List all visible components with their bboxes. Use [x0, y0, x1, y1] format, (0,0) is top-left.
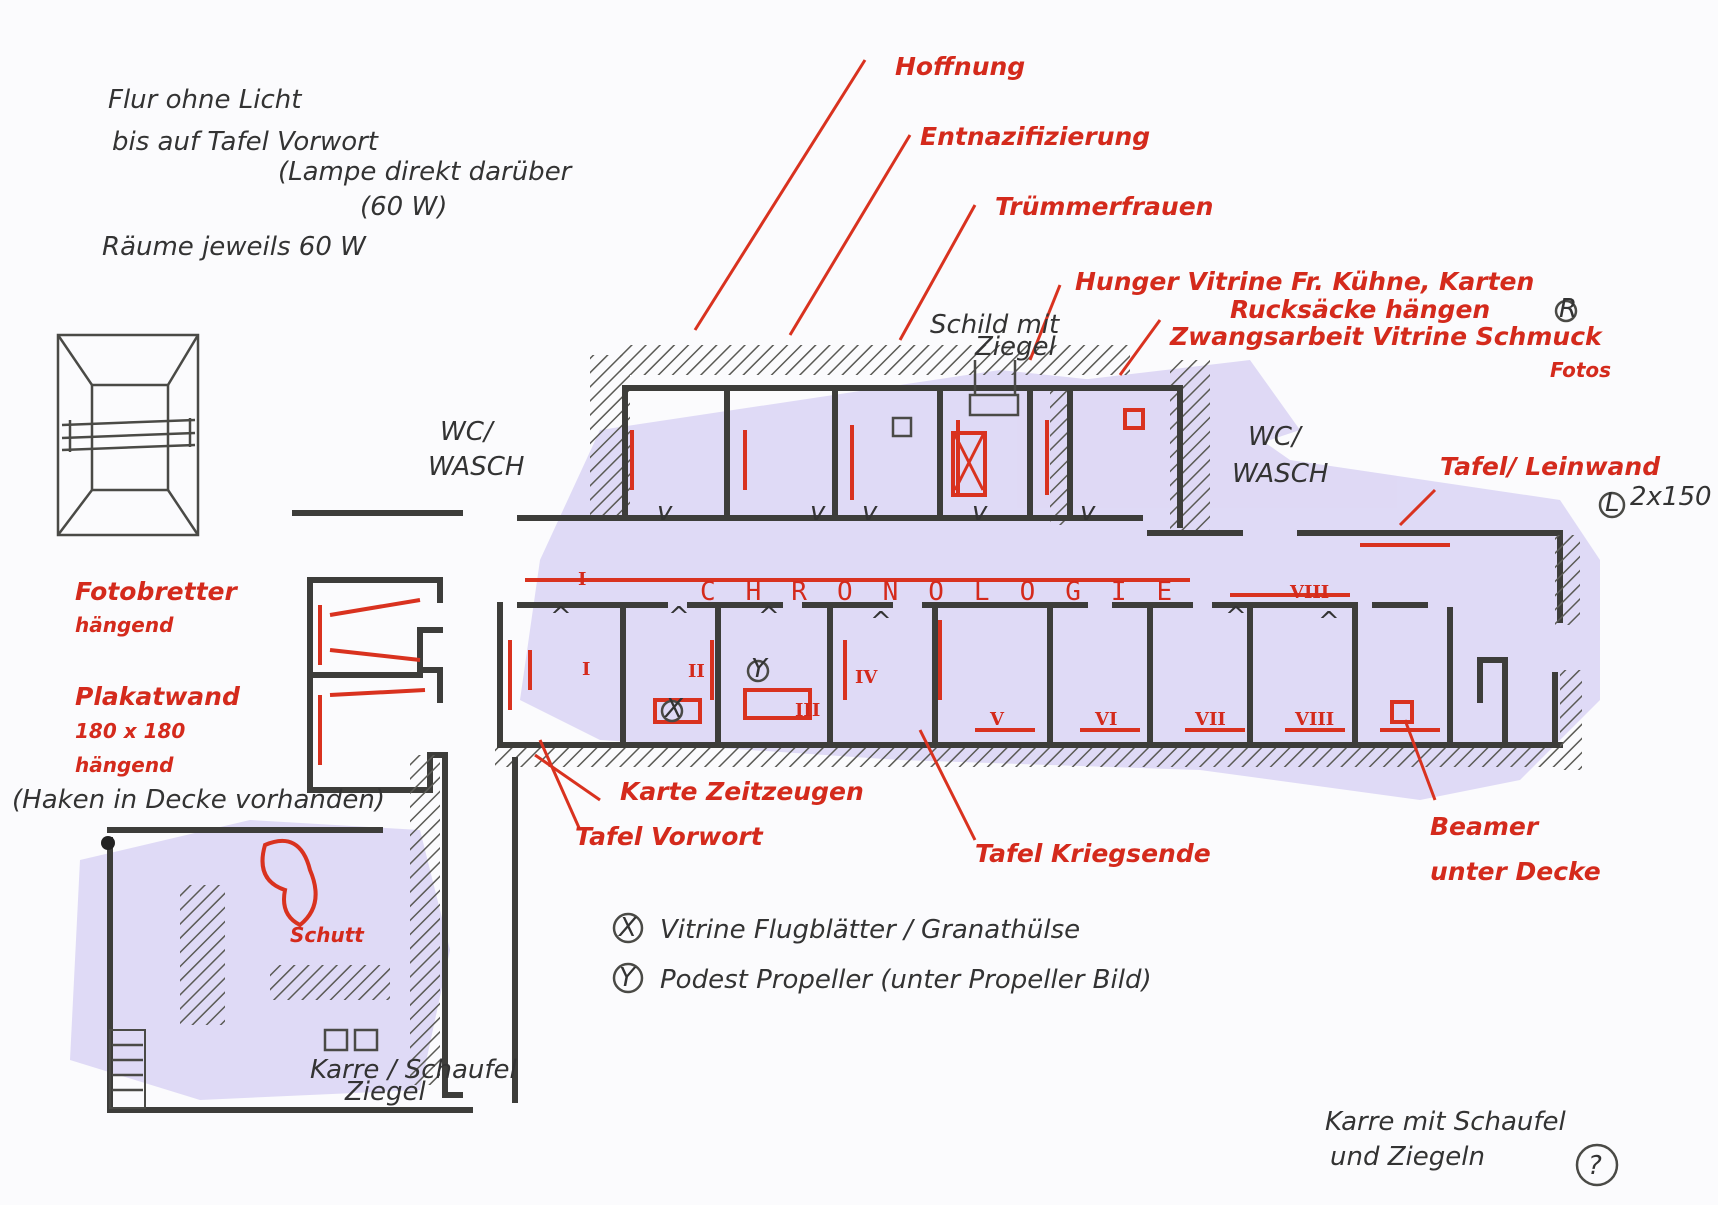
label-plakatwand: Plakatwand	[75, 682, 241, 711]
upper-numeral: VIII	[1289, 582, 1329, 603]
label-leinwand-size: 2x150	[1630, 482, 1712, 512]
label-hoffnung: Hoffnung	[895, 52, 1025, 81]
rucksack-mark: R	[1559, 294, 1577, 324]
label-tafel-kriegsende: Tafel Kriegsende	[975, 839, 1211, 868]
label-entnazifizierung: Entnazifizierung	[920, 122, 1150, 151]
leinwand-mark: L	[1605, 488, 1620, 518]
room-markers: X Y	[660, 654, 770, 724]
label-haken: (Haken in Decke vorhanden)	[12, 785, 385, 815]
note-line-3: (Lampe direkt darüber	[278, 157, 574, 187]
legend-y-text: Podest Propeller (unter Propeller Bild)	[660, 965, 1152, 995]
left-labels: Fotobretter hängend Plakatwand 180 x 180…	[12, 577, 518, 1107]
bottom-labels: Karte Zeitzeugen Tafel Vorwort Tafel Kri…	[575, 777, 1211, 868]
svg-text:v: v	[810, 497, 826, 527]
label-hunger: Hunger Vitrine Fr. Kühne, Karten	[1075, 267, 1534, 296]
label-zwangsarbeit: Zwangsarbeit Vitrine Schmuck	[1169, 322, 1603, 351]
door-marks: v v v v v	[657, 497, 1096, 527]
wc-left-line2: WASCH	[428, 452, 524, 482]
question-mark: ?	[1588, 1151, 1602, 1181]
svg-text:^: ^	[758, 602, 780, 632]
lighting-notes: Flur ohne Licht bis auf Tafel Vorwort (L…	[102, 85, 574, 262]
leader-lines	[534, 59, 1437, 841]
legend-x-text: Vitrine Flugblätter / Granathülse	[660, 915, 1080, 945]
room-numeral-4: IV	[855, 667, 878, 688]
wc-labels: WC/ WASCH WC/ WASCH	[428, 417, 1328, 489]
note-line-4: (60 W)	[360, 192, 447, 222]
label-fotobretter-sub: hängend	[75, 613, 174, 637]
svg-text:^: ^	[550, 602, 572, 632]
room-numerals: I II III IV V VI VII VIII	[582, 659, 1334, 730]
perspective-sketch	[56, 333, 200, 537]
wc-right-line2: WASCH	[1232, 459, 1328, 489]
label-karre: Karre / Schaufel	[310, 1055, 518, 1085]
room-numeral-6: VI	[1094, 709, 1117, 730]
note-line-1: Flur ohne Licht	[108, 85, 302, 115]
note-ziegeln: und Ziegeln	[1330, 1142, 1485, 1172]
svg-text:^: ^	[668, 602, 690, 632]
svg-text:v: v	[657, 497, 673, 527]
vitrine-x-marker: X	[663, 694, 684, 724]
room-numeral-2: II	[688, 661, 705, 682]
label-ziegel: Ziegel	[974, 332, 1057, 362]
top-room-row	[292, 345, 1580, 625]
note-line-2: bis auf Tafel Vorwort	[112, 127, 379, 157]
lower-room-row	[495, 602, 1582, 770]
svg-text:v: v	[972, 497, 988, 527]
room-numeral-8: VIII	[1294, 709, 1334, 730]
left-wing	[101, 577, 518, 1113]
top-labels: Hoffnung Entnazifizierung Trümmerfrauen …	[895, 52, 1611, 382]
ceiling-marks: ^ ^ ^ ^ ^ ^	[550, 602, 1340, 637]
label-zwangsarbeit-fotos: Fotos	[1550, 358, 1611, 382]
timeline-marker: I	[578, 569, 586, 590]
label-fotobretter: Fotobretter	[75, 577, 238, 606]
label-plakatwand-sub: hängend	[75, 753, 174, 777]
label-tafel-leinwand: Tafel/ Leinwand	[1440, 452, 1661, 481]
label-beamer: Beamer	[1430, 812, 1540, 841]
svg-text:^: ^	[870, 607, 892, 637]
room-numeral-5: V	[989, 709, 1005, 730]
svg-text:^: ^	[1318, 607, 1340, 637]
podest-y-marker: Y	[751, 654, 769, 684]
label-karte-zeitzeugen: Karte Zeitzeugen	[620, 777, 864, 806]
label-karre-ziegel: Ziegel	[344, 1077, 427, 1107]
label-beamer-sub: unter Decke	[1430, 857, 1601, 886]
label-tafel-vorwort: Tafel Vorwort	[575, 822, 764, 851]
label-truemmerfrauen: Trümmerfrauen	[995, 192, 1213, 221]
svg-text:v: v	[862, 497, 878, 527]
label-plakatwand-size: 180 x 180	[75, 719, 185, 743]
svg-text:^: ^	[1225, 602, 1247, 632]
bottom-right-note: Karre mit Schaufel und Ziegeln ?	[1325, 1107, 1619, 1187]
label-schutt: Schutt	[290, 923, 365, 947]
svg-text:v: v	[1080, 497, 1096, 527]
label-rucksaecke: Rucksäcke hängen	[1230, 295, 1490, 324]
room-numeral-7: VII	[1194, 709, 1226, 730]
label-schild: Schild mit	[930, 310, 1060, 340]
legend-x-mark: X	[617, 913, 638, 943]
legend: X Vitrine Flugblätter / Granathülse Y Po…	[612, 912, 1152, 995]
wc-left-line1: WC/	[440, 417, 496, 447]
note-line-5: Räume jeweils 60 W	[102, 232, 367, 262]
legend-y-mark: Y	[619, 963, 637, 993]
wc-right-line1: WC/	[1248, 422, 1304, 452]
note-karre: Karre mit Schaufel	[1325, 1107, 1567, 1137]
room-numeral-1: I	[582, 659, 590, 680]
room-numeral-3: III	[795, 700, 820, 721]
right-labels: Tafel/ Leinwand L 2x150 Beamer unter Dec…	[1430, 452, 1712, 886]
